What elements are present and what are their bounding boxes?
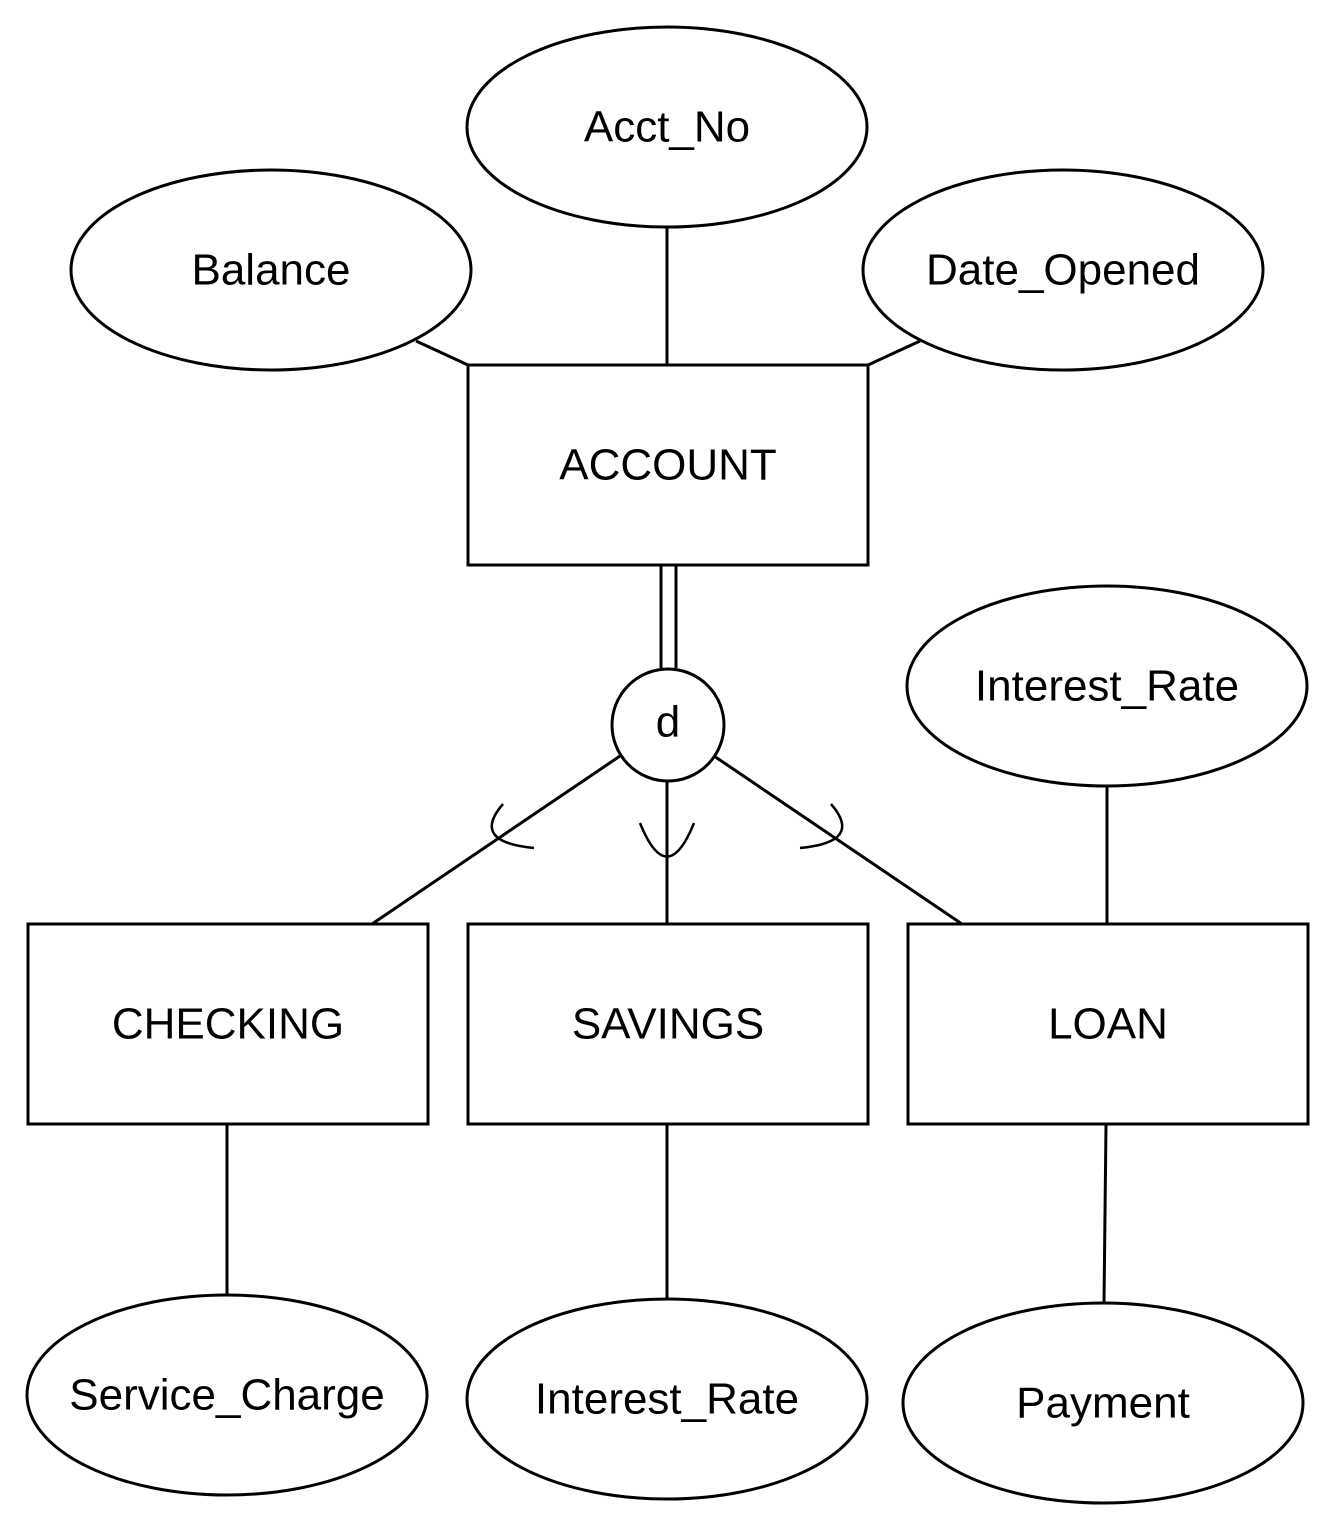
attr-payment-label: Payment	[1016, 1379, 1190, 1428]
attr-payment[interactable]: Payment	[901, 1301, 1305, 1505]
entity-loan-label: LOAN	[1048, 1000, 1168, 1049]
line-d-to-loan	[713, 754, 963, 926]
attr-service-charge[interactable]: Service_Charge	[25, 1293, 429, 1497]
line-balance-to-account	[415, 339, 469, 367]
entity-savings[interactable]: SAVINGS	[466, 922, 870, 1126]
entity-checking-label: CHECKING	[112, 1000, 344, 1049]
attr-savings-interest-rate-label: Interest_Rate	[535, 1375, 799, 1424]
attr-acct-no-label: Acct_No	[584, 103, 750, 152]
disjoint-constraint-circle[interactable]: d	[610, 667, 726, 783]
attr-loan-interest-rate-label: Interest_Rate	[975, 662, 1239, 711]
subset-symbol-savings	[638, 822, 696, 858]
disjoint-constraint-label: d	[656, 698, 680, 747]
attr-balance-label: Balance	[191, 246, 350, 295]
attr-date-opened[interactable]: Date_Opened	[861, 168, 1265, 372]
attr-service-charge-label: Service_Charge	[69, 1371, 385, 1420]
line-d-to-checking	[371, 754, 621, 926]
entity-checking[interactable]: CHECKING	[26, 922, 430, 1126]
entity-savings-label: SAVINGS	[572, 1000, 764, 1049]
line-loan-to-payment	[1102, 1124, 1108, 1304]
line-date-opened-to-account	[867, 339, 921, 367]
entity-loan[interactable]: LOAN	[906, 922, 1310, 1126]
attr-savings-interest-rate[interactable]: Interest_Rate	[465, 1297, 869, 1501]
subset-symbols	[490, 803, 844, 858]
subset-symbol-loan	[799, 803, 844, 850]
attr-balance[interactable]: Balance	[69, 168, 473, 372]
entity-account-label: ACCOUNT	[559, 441, 777, 490]
entity-account[interactable]: ACCOUNT	[466, 363, 870, 567]
attr-loan-interest-rate[interactable]: Interest_Rate	[905, 584, 1309, 788]
connectors	[225, 227, 1109, 1304]
subset-symbol-checking	[490, 803, 535, 850]
attr-date-opened-label: Date_Opened	[926, 246, 1200, 295]
attr-acct-no[interactable]: Acct_No	[465, 25, 869, 229]
